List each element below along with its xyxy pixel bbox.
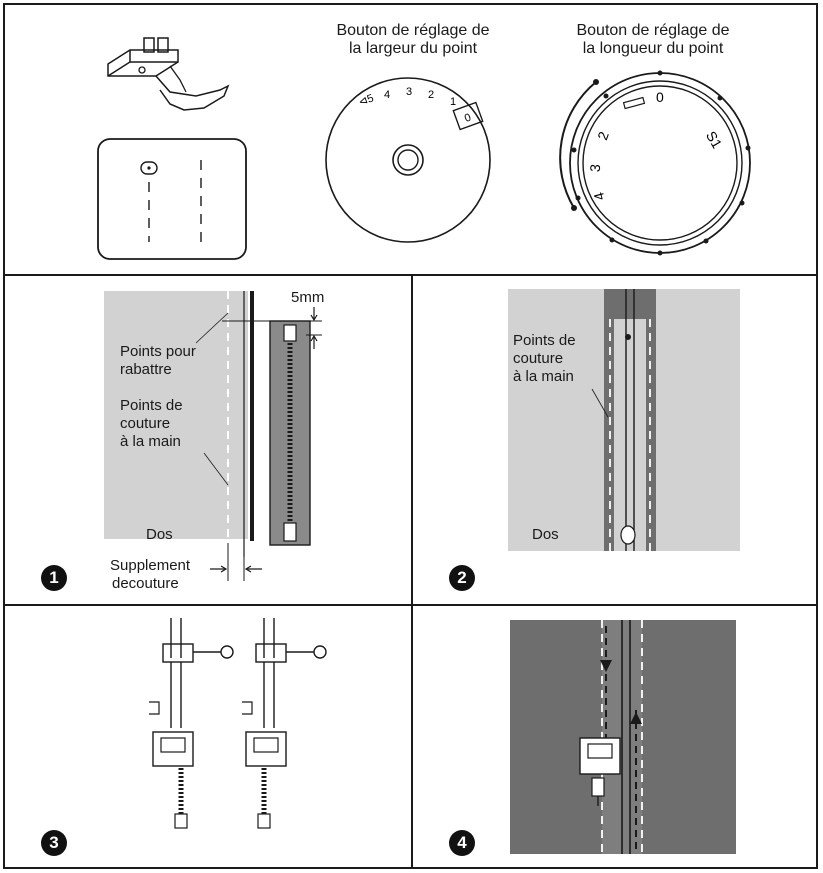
step2-main-line3: à la main <box>513 368 574 385</box>
step1-main-line3: à la main <box>120 433 181 450</box>
length-dial-number-3: 3 <box>587 163 604 172</box>
step1-measure-label: 5mm <box>291 289 325 306</box>
step2-illustration <box>508 289 740 551</box>
zipper-foot-illustration <box>107 37 230 111</box>
diagram-frame <box>3 3 818 869</box>
step1-illustration <box>104 291 322 581</box>
stitch-length-dial: 0 2 3 4 S1 <box>559 70 751 256</box>
length-dial-number-2: 2 <box>594 129 612 142</box>
width-dial-title-line1: Bouton de réglage de <box>336 22 490 39</box>
step3-badge: 3 <box>41 830 67 856</box>
width-dial-number-0: 0 <box>463 112 473 125</box>
step2-dos-label: Dos <box>532 526 559 543</box>
step4-illustration <box>510 620 736 854</box>
divider-middle <box>3 604 818 606</box>
divider-top <box>3 274 818 276</box>
width-dial-number-3: 3 <box>406 86 412 98</box>
step2-badge: 2 <box>449 565 475 591</box>
length-dial-number-0: 0 <box>656 89 664 105</box>
step3-foot-right <box>242 618 327 829</box>
width-dial-number-2: 2 <box>428 89 434 101</box>
length-dial-number-4: 4 <box>590 190 608 202</box>
width-dial-title-line2: la largeur du point <box>348 40 478 57</box>
width-dial-number-4: 4 <box>384 89 390 101</box>
step1-supplement-line1: Supplement <box>110 557 191 574</box>
step1-main-line1: Points de <box>120 397 183 414</box>
step1-dos-label: Dos <box>146 526 173 543</box>
length-dial-title-line1: Bouton de réglage de <box>576 22 730 39</box>
step1-supplement-line2: decouture <box>112 575 179 592</box>
step2-main-line1: Points de <box>513 332 576 349</box>
step3-foot-left <box>149 618 234 829</box>
stitch-width-dial: ⊲5 4 3 2 1 0 <box>325 77 491 243</box>
step1-main-line2: couture <box>120 415 171 432</box>
stitch-preview-card <box>97 138 247 260</box>
step1-rabattre-line1: Points pour <box>120 343 196 360</box>
width-dial-number-1: 1 <box>450 96 456 108</box>
width-dial-number-5: ⊲5 <box>357 92 376 109</box>
divider-vertical <box>411 274 413 869</box>
step1-badge: 1 <box>41 565 67 591</box>
step1-rabattre-line2: rabattre <box>120 361 172 378</box>
length-dial-title-line2: la longueur du point <box>582 40 724 57</box>
step2-main-line2: couture <box>513 350 564 367</box>
step4-badge: 4 <box>449 830 475 856</box>
length-dial-number-s1: S1 <box>703 128 726 151</box>
